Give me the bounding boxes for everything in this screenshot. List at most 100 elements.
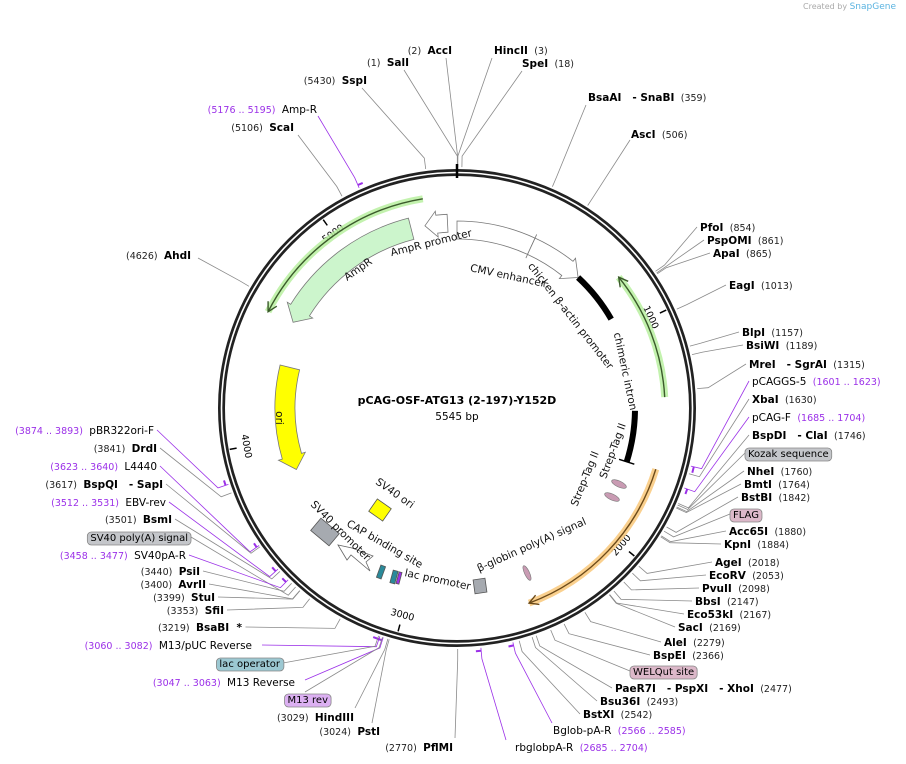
label-enzyme[interactable]: Eco53kI (2167) <box>687 609 771 621</box>
site-position: (1880) <box>774 527 806 538</box>
label-enzyme[interactable]: EcoRV (2053) <box>709 570 784 582</box>
site-position: (1884) <box>757 540 789 551</box>
label-enzyme[interactable]: PaeR7I - PspXI - XhoI (2477) <box>615 683 792 695</box>
site-position: (3029) <box>277 713 309 724</box>
label-enzyme[interactable]: BsiWI (1189) <box>746 340 817 352</box>
feature-chimeric-intron[interactable] <box>576 275 614 321</box>
label-feature[interactable]: SV40 poly(A) signal <box>86 531 192 546</box>
site-position: (2770) <box>385 743 417 754</box>
label-connector <box>208 583 301 600</box>
label-enzyme[interactable]: BmtI (1764) <box>744 479 810 491</box>
site-position: (5176 .. 5195) <box>208 105 276 116</box>
svg-text:(3024) PstI: (3024) PstI <box>319 726 380 738</box>
label-primer[interactable]: (3623 .. 3640) L4440 <box>50 461 157 473</box>
feature-beta-globin-box[interactable] <box>472 577 488 595</box>
label-enzyme[interactable]: MreI - SgrAI (1315) <box>749 359 865 371</box>
label-enzyme[interactable]: KpnI (1884) <box>724 539 789 551</box>
feature-sv40-promoter[interactable] <box>310 517 340 547</box>
label-enzyme[interactable]: (3399) StuI <box>153 592 215 604</box>
feature-strep-tag-ii[interactable] <box>610 478 627 490</box>
label-primer[interactable]: (3874 .. 3893) pBR322ori-F <box>15 425 154 437</box>
feature-beta-globin-polya[interactable] <box>521 565 532 582</box>
label-enzyme[interactable]: (2770) PflMI <box>385 742 453 754</box>
label-enzyme[interactable]: BbsI (2147) <box>695 596 759 608</box>
feature-ampr-promoter[interactable] <box>424 210 449 238</box>
label-enzyme[interactable]: XbaI (1630) <box>752 394 817 406</box>
label-enzyme[interactable]: AscI (506) <box>631 129 687 141</box>
feature-m13-rev[interactable] <box>395 571 403 585</box>
label-enzyme[interactable]: SpeI (18) <box>522 58 574 70</box>
label-enzyme[interactable]: AleI (2279) <box>664 637 725 649</box>
site-position: (359) <box>681 93 707 104</box>
label-enzyme[interactable]: BspDI - ClaI (1746) <box>752 430 866 442</box>
label-feature[interactable]: FLAG <box>729 508 763 523</box>
label-enzyme[interactable]: BstXI (2542) <box>583 709 652 721</box>
label-feature[interactable]: WELQut site <box>629 665 698 680</box>
label-primer[interactable]: (3458 .. 3477) SV40pA-R <box>60 550 186 562</box>
label-enzyme[interactable]: PfoI (854) <box>700 222 755 234</box>
label-enzyme[interactable]: BspEI (2366) <box>653 650 724 662</box>
tick-mark <box>229 447 237 451</box>
feature-ori[interactable] <box>274 364 307 471</box>
label-feature[interactable]: Kozak sequence <box>744 447 833 462</box>
feature-sv40-ori[interactable] <box>368 498 392 522</box>
label-enzyme[interactable]: HincII (3) <box>494 45 548 57</box>
label-enzyme[interactable]: (4626) AhdI <box>126 250 191 262</box>
label-enzyme[interactable]: Bsu36I (2493) <box>600 696 678 708</box>
label-enzyme[interactable]: (3440) PsiI <box>141 566 200 578</box>
feature-ampr[interactable] <box>286 217 415 323</box>
label-enzyme[interactable]: (5430) SspI <box>304 75 367 87</box>
label-enzyme[interactable]: EagI (1013) <box>729 280 793 292</box>
label-enzyme[interactable]: BsaAI - SnaBI (359) <box>588 92 706 104</box>
feature-sv40-promoter-arrow[interactable] <box>337 544 374 572</box>
site-name: Bglob-pA-R <box>553 725 611 737</box>
label-enzyme[interactable]: (3029) HindIII <box>277 712 354 724</box>
feature-strep-tag-ii[interactable] <box>603 491 620 503</box>
label-enzyme[interactable]: (3353) SfiI <box>167 605 224 617</box>
site-position: (2098) <box>738 584 770 595</box>
label-primer[interactable]: rbglobpA-R (2685 .. 2704) <box>515 742 648 754</box>
label-primer[interactable]: (3060 .. 3082) M13/pUC Reverse <box>85 640 252 652</box>
feature-chimeric-intron[interactable] <box>623 410 638 463</box>
label-enzyme[interactable]: (3024) PstI <box>319 726 380 738</box>
feature-cap-binding-site[interactable] <box>375 564 387 580</box>
label-enzyme[interactable]: PspOMI (861) <box>707 235 783 247</box>
label-enzyme[interactable]: (3219) BsaBI * <box>158 622 243 634</box>
label-primer[interactable]: (3047 .. 3063) M13 Reverse <box>153 677 295 689</box>
label-enzyme[interactable]: (2) AccI <box>408 45 452 57</box>
label-primer[interactable]: Bglob-pA-R (2566 .. 2585) <box>553 725 686 737</box>
site-name: EagI <box>729 280 755 292</box>
ampr-highlight-arc[interactable] <box>267 198 423 313</box>
label-feature[interactable]: lac operator <box>216 657 285 672</box>
feature-chicken-actin-promoter[interactable] <box>526 237 579 280</box>
label-enzyme[interactable]: (3501) BsmI <box>105 514 172 526</box>
label-enzyme[interactable]: BlpI (1157) <box>742 327 803 339</box>
label-enzyme[interactable]: (3400) AvrII <box>140 579 206 591</box>
label-enzyme[interactable]: SacI (2169) <box>678 622 741 634</box>
label-enzyme[interactable]: PvuII (2098) <box>702 583 770 595</box>
primer-binding-mark <box>377 637 383 642</box>
feature-lac-promoter[interactable] <box>389 569 399 585</box>
label-primer[interactable]: pCAGGS-5 (1601 .. 1623) <box>752 376 881 388</box>
label-enzyme[interactable]: (1) SalI <box>367 57 409 69</box>
feature-label: ori <box>273 411 285 425</box>
svg-text:Bsu36I (2493): Bsu36I (2493) <box>600 696 678 708</box>
label-enzyme[interactable]: ApaI (865) <box>713 248 772 260</box>
label-primer[interactable]: pCAG-F (1685 .. 1704) <box>752 412 865 424</box>
label-primer[interactable]: (5176 .. 5195) Amp-R <box>208 104 317 116</box>
site-position: (3047 .. 3063) <box>153 678 221 689</box>
svg-text:(4626) AhdI: (4626) AhdI <box>126 250 191 262</box>
label-enzyme[interactable]: (3617) BspQI - SapI <box>45 479 163 491</box>
label-enzyme[interactable]: (5106) ScaI <box>231 122 294 134</box>
label-enzyme[interactable]: (3841) DrdI <box>94 443 157 455</box>
label-connector <box>512 642 553 724</box>
site-name: ApaI <box>713 248 740 260</box>
label-enzyme[interactable]: NheI (1760) <box>747 466 812 478</box>
label-enzyme[interactable]: Acc65I (1880) <box>729 526 806 538</box>
intron-highlight-arc[interactable] <box>618 276 666 398</box>
label-primer[interactable]: (3512 .. 3531) EBV-rev <box>51 497 166 509</box>
label-enzyme[interactable]: AgeI (2018) <box>715 557 780 569</box>
insert-highlight-arc[interactable] <box>528 468 657 604</box>
label-feature[interactable]: M13 rev <box>284 693 332 708</box>
label-enzyme[interactable]: BstBI (1842) <box>741 492 810 504</box>
